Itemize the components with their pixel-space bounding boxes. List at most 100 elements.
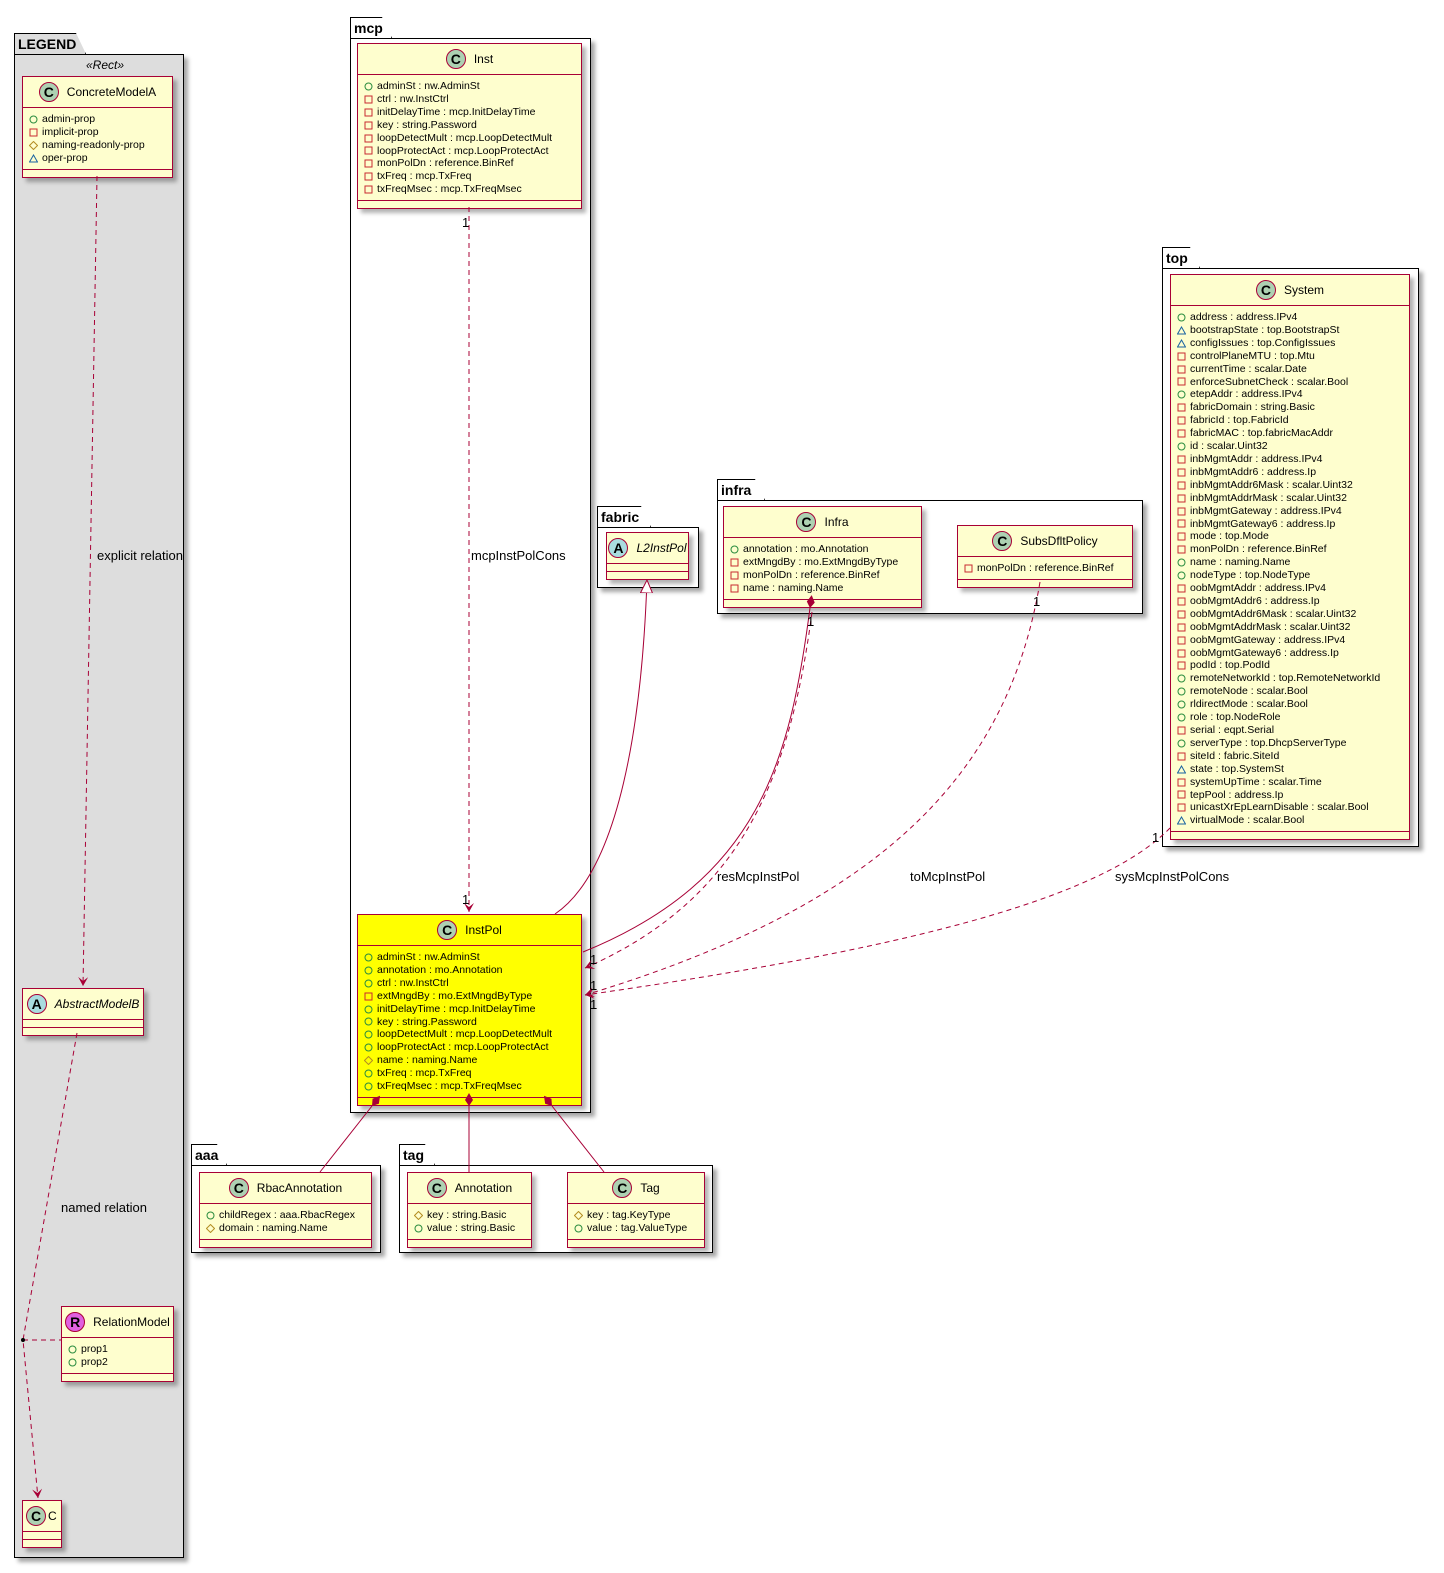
private-visibility-icon bbox=[364, 992, 373, 1001]
public-visibility-icon bbox=[1177, 313, 1186, 322]
attribute: initDelayTime : mcp.InitDelayTime bbox=[364, 1003, 575, 1016]
attribute-text: fabricId : top.FabricId bbox=[1190, 414, 1289, 427]
attribute: key : string.Basic bbox=[414, 1209, 525, 1222]
public-visibility-icon bbox=[1177, 571, 1186, 580]
attribute-text: address : address.IPv4 bbox=[1190, 311, 1298, 323]
class-name: C bbox=[48, 1509, 57, 1523]
private-visibility-icon bbox=[730, 558, 739, 567]
attribute: txFreq : mcp.TxFreq bbox=[364, 1067, 575, 1080]
class-name: SubsDfltPolicy bbox=[1020, 534, 1098, 548]
label-sysMcpInstPolCons: sysMcpInstPolCons bbox=[1115, 869, 1230, 884]
public-visibility-icon bbox=[414, 1224, 423, 1233]
private-visibility-icon bbox=[1177, 623, 1186, 632]
attribute-text: etepAddr : address.IPv4 bbox=[1190, 388, 1303, 401]
edge-sysMcpInstPolCons bbox=[584, 827, 1171, 999]
attribute: txFreqMsec : mcp.TxFreqMsec bbox=[364, 1080, 575, 1093]
attribute: monPolDn : reference.BinRef bbox=[964, 562, 1126, 575]
attribute: monPolDn : reference.BinRef bbox=[1177, 543, 1403, 556]
private-visibility-icon bbox=[1177, 507, 1186, 516]
class-name: ConcreteModelA bbox=[66, 85, 157, 99]
protected-visibility-icon bbox=[574, 1210, 583, 1220]
attribute: fabricDomain : string.Basic bbox=[1177, 401, 1403, 414]
attribute-text: tepPool : address.Ip bbox=[1190, 788, 1284, 801]
attribute-text: extMngdBy : mo.ExtMngdByType bbox=[743, 555, 899, 568]
private-visibility-icon bbox=[1177, 649, 1186, 658]
attribute: podId : top.PodId bbox=[1177, 659, 1403, 672]
public-visibility-icon bbox=[364, 1030, 373, 1039]
attribute: value : string.Basic bbox=[414, 1222, 525, 1235]
attribute: inbMgmtAddr6Mask : scalar.Uint32 bbox=[1177, 479, 1403, 492]
attribute-text: inbMgmtAddr : address.IPv4 bbox=[1190, 452, 1323, 465]
private-visibility-icon bbox=[1177, 377, 1186, 386]
attribute: annotation : mo.Annotation bbox=[730, 543, 915, 556]
public-visibility-icon bbox=[364, 979, 373, 988]
attribute: annotation : mo.Annotation bbox=[364, 964, 575, 977]
attribute: inbMgmtGateway : address.IPv4 bbox=[1177, 505, 1403, 518]
attribute-text: oobMgmtGateway6 : address.Ip bbox=[1190, 646, 1339, 659]
attribute-list bbox=[23, 1020, 143, 1028]
private-visibility-icon bbox=[364, 108, 373, 117]
package-visibility-icon bbox=[1177, 338, 1186, 348]
package-tab-infra: infra bbox=[717, 479, 765, 500]
attribute: controlPlaneMTU : top.Mtu bbox=[1177, 350, 1403, 363]
class-name: Inst bbox=[473, 52, 494, 66]
package-visibility-icon bbox=[1177, 816, 1186, 825]
mult-toMcpInstPol-to: 1 bbox=[590, 978, 597, 993]
public-visibility-icon bbox=[1177, 687, 1186, 696]
private-visibility-icon bbox=[1177, 532, 1186, 541]
private-visibility-icon bbox=[1177, 790, 1186, 799]
private-visibility-icon bbox=[1177, 597, 1186, 606]
private-visibility-icon bbox=[364, 121, 373, 130]
attribute: extMngdBy : mo.ExtMngdByType bbox=[730, 556, 915, 569]
attribute: extMngdBy : mo.ExtMngdByType bbox=[364, 990, 575, 1003]
label-toMcpInstPol: toMcpInstPol bbox=[910, 869, 985, 884]
public-visibility-icon bbox=[68, 1358, 77, 1367]
attribute: ctrl : nw.InstCtrl bbox=[364, 93, 575, 106]
private-visibility-icon bbox=[1177, 494, 1186, 503]
attribute: oobMgmtGateway : address.IPv4 bbox=[1177, 634, 1403, 647]
class-name: AbstractModelB bbox=[54, 997, 140, 1011]
package-visibility-icon bbox=[1177, 764, 1186, 774]
package-tab-legend: LEGEND bbox=[14, 33, 86, 54]
attribute: naming-readonly-prop bbox=[29, 139, 166, 152]
private-visibility-icon bbox=[364, 159, 373, 168]
attribute: key : string.Password bbox=[364, 119, 575, 132]
method-list bbox=[358, 1098, 581, 1105]
private-visibility-icon bbox=[1177, 778, 1186, 787]
method-list bbox=[1171, 832, 1409, 839]
attribute: oper-prop bbox=[29, 152, 166, 165]
edge-composition-rbac bbox=[319, 1095, 381, 1173]
attribute-text: siteId : fabric.SiteId bbox=[1190, 749, 1280, 762]
attribute-text: fabricDomain : string.Basic bbox=[1190, 401, 1315, 414]
attribute-text: inbMgmtGateway : address.IPv4 bbox=[1190, 504, 1342, 517]
public-visibility-icon bbox=[68, 1345, 77, 1354]
package-tab-tag: tag bbox=[399, 1144, 435, 1165]
attribute-text: nodeType : top.NodeType bbox=[1190, 569, 1311, 582]
attribute: oobMgmtAddr : address.IPv4 bbox=[1177, 582, 1403, 595]
class-letter-icon: C bbox=[228, 1178, 249, 1198]
method-list bbox=[607, 572, 688, 579]
class-name: Tag bbox=[640, 1181, 660, 1195]
private-visibility-icon bbox=[29, 128, 38, 137]
public-visibility-icon bbox=[364, 1069, 373, 1078]
protected-visibility-icon bbox=[206, 1223, 215, 1233]
attribute-text: loopProtectAct : mcp.LoopProtectAct bbox=[377, 1041, 549, 1054]
attribute: implicit-prop bbox=[29, 126, 166, 139]
private-visibility-icon bbox=[730, 571, 739, 580]
attribute-text: monPolDn : reference.BinRef bbox=[743, 568, 880, 581]
